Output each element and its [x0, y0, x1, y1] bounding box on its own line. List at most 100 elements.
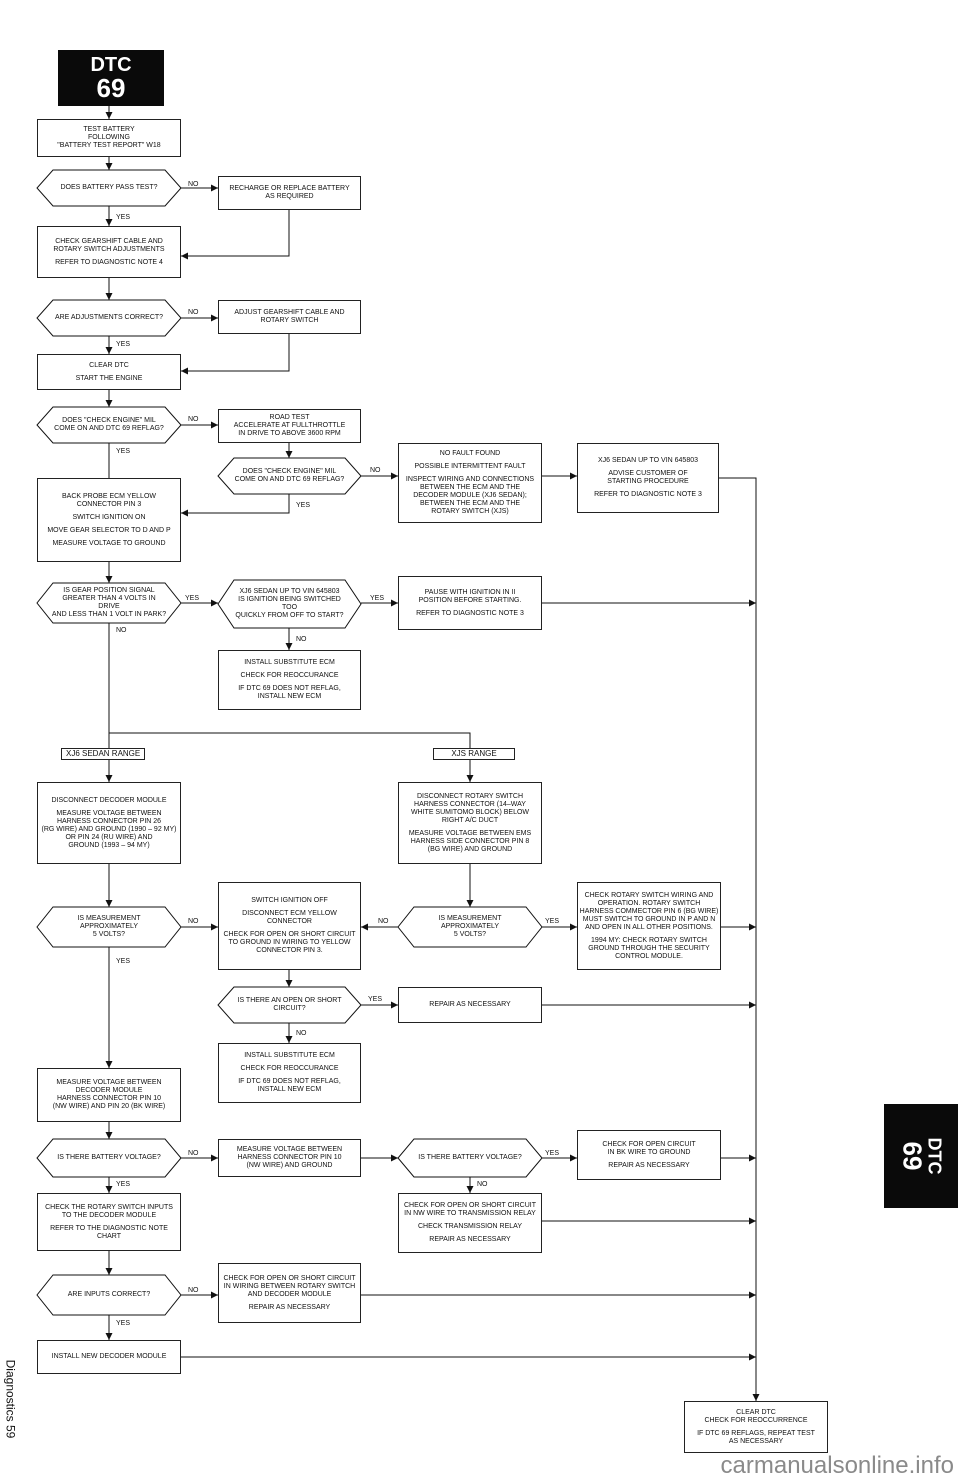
b-install-decoder: INSTALL NEW DECODER MODULE [37, 1340, 181, 1374]
step-text-line: ROAD TEST [269, 414, 310, 421]
branch-label-yes: YES [185, 595, 200, 602]
step-text-line: IS THERE BATTERY VOLTAGE? [418, 1154, 522, 1161]
d-batt-voltage2: IS THERE BATTERY VOLTAGE? [398, 1139, 542, 1177]
step-text-line: AND OPEN IN ALL OTHER POSITIONS. [585, 923, 713, 931]
step-text-line: INSTALL NEW ECM [257, 1086, 322, 1093]
step-text-line: ROTARY SWITCH ADJUSTMENTS [53, 245, 165, 253]
d-batt-voltage1: IS THERE BATTERY VOLTAGE? [37, 1139, 181, 1177]
step-text-line: CHECK FOR OPEN CIRCUIT [602, 1140, 696, 1148]
branch-label-yes: YES [116, 214, 131, 221]
step-text-line: AS REQUIRED [265, 193, 314, 200]
d_ignition_switched-decision-shape [217, 579, 362, 629]
step-text-line: CHART [97, 1232, 121, 1240]
step-text-line: PAUSE WITH IGNITION IN II [424, 588, 516, 596]
step-text-line: DECODER MODULE (XJ6 SEDAN); [413, 492, 527, 499]
step-text-line: SWITCH IGNITION ON [72, 513, 146, 521]
step-text-line: CLEAR DTC [736, 1408, 776, 1416]
step-text-line: POSSIBLE INTERMITTENT FAULT [414, 463, 526, 470]
step-text-line: MOVE GEAR SELECTOR TO D AND P [47, 526, 171, 534]
step-text-line: NO FAULT FOUND [439, 450, 501, 457]
step-text-line: CHECK ROTARY SWITCH WIRING AND [584, 891, 714, 899]
xjs-range-label: XJS RANGE [433, 748, 515, 760]
step-text-line: DISCONNECT ECM YELLOW [242, 910, 337, 917]
step-text-line: MEASURE VOLTAGE TO GROUND [52, 539, 166, 547]
step-text-line: 5 VOLTS? [453, 931, 487, 938]
step-text-line: INSTALL NEW ECM [257, 693, 322, 700]
step-text-line: TEST BATTERY [83, 126, 135, 133]
flow-connector [181, 494, 290, 517]
step-text-line: GROUND THROUGH THE SECURITY [588, 944, 710, 952]
branch-label-yes: YES [116, 1181, 131, 1188]
step-text-line: CHECK FOR REOCCURRENCE [704, 1416, 808, 1424]
step-text-line: IF DTC 69 REFLAGS, REPEAT TEST [697, 1429, 815, 1437]
step-text-line: (BG WIRE) AND GROUND [427, 845, 513, 853]
step-text-line: MEASURE VOLTAGE BETWEEN [56, 809, 162, 817]
branch-label-yes: YES [116, 1320, 131, 1327]
d_gear_signal-decision-shape [36, 582, 182, 624]
branch-label-yes: YES [296, 502, 311, 509]
step-text-line: IF DTC 69 DOES NOT REFLAG, [238, 1078, 341, 1085]
branch-label-no: NO [370, 467, 381, 474]
flow-connector [181, 210, 290, 260]
watermark: carmanualsonline.info [720, 1452, 954, 1479]
step-text-line: CHECK GEARSHIFT CABLE AND [55, 237, 163, 245]
step-text-line: OR PIN 24 (RU WIRE) AND [65, 833, 153, 841]
step-text-line: HARNESS CONNECTOR (14–WAY [414, 800, 526, 808]
step-text-line: CHECK FOR REOCCURANCE [240, 1065, 339, 1072]
step-text-line: (NW WIRE) AND GROUND [246, 1162, 333, 1169]
xj6-sedan-range-label: XJ6 SEDAN RANGE [61, 748, 146, 760]
step-text-line: CONNECTOR PIN 3. [256, 947, 323, 954]
step-text-line: DISCONNECT ROTARY SWITCH [416, 792, 524, 800]
step-text-line: CHECK FOR REOCCURANCE [240, 672, 339, 679]
dtc-tab-line2: 69 [897, 1141, 927, 1171]
step-text-line: IS IGNITION BEING SWITCHED TOO [238, 596, 341, 611]
d_mil_reflag2-decision-shape [217, 457, 362, 495]
step-text-line: COME ON AND DTC 69 REFLAG? [234, 476, 345, 483]
step-text-line: HARNESS CONNECTOR PIN 10 [237, 1154, 342, 1161]
step-text-line: ARE INPUTS CORRECT? [67, 1291, 151, 1298]
step-text-line: ROTARY SWITCH [260, 317, 319, 324]
dtc-header-line2: 69 [96, 73, 126, 103]
branch-label-no: NO [477, 1181, 488, 1188]
step-text-line: ADVISE CUSTOMER OF [608, 470, 688, 477]
step-text-line: IS MEASUREMENT APPROXIMATELY [77, 915, 141, 930]
step-text-line: IS THERE AN OPEN OR SHORT [237, 997, 342, 1004]
step-text-line: AND LESS THAN 1 VOLT IN PARK? [51, 611, 167, 618]
step-text-line: DOES "CHECK ENGINE" MIL [62, 417, 156, 424]
step-text-line: CIRCUIT? [273, 1005, 306, 1012]
step-text-line: ACCELERATE AT FULLTHROTTLE [233, 422, 346, 429]
step-text-line: DISCONNECT DECODER MODULE [51, 796, 167, 804]
step-text-line: "BATTERY TEST REPORT" W18 [57, 142, 161, 149]
step-text-line: REFER TO THE DIAGNOSTIC NOTE [50, 1224, 168, 1232]
b-no-fault: NO FAULT FOUND POSSIBLE INTERMITTENT FAUL… [398, 443, 542, 523]
step-text-line: REFER TO DIAGNOSTIC NOTE 3 [594, 491, 702, 498]
step-text-line: AND DECODER MODULE [247, 1290, 332, 1298]
step-text-line: REFER TO DIAGNOSTIC NOTE 3 [416, 609, 524, 617]
step-text-line: TO GROUND IN WIRING TO YELLOW [228, 939, 351, 946]
flow-connector [108, 623, 471, 748]
diagnostics-page-label: Diagnostics 59 [3, 1359, 17, 1439]
step-text-line: HARNESS CONNECTOR PIN 10 [56, 1095, 162, 1102]
step-text-line: HARNESS CONNECTOR PIN 26 [56, 817, 162, 825]
step-text-line: WHITE SUMITOMO BLOCK) BELOW [410, 808, 530, 816]
step-text-line: CONNECTOR PIN 3 [76, 500, 142, 508]
branch-label-no: NO [116, 627, 127, 634]
step-text-line: DECODER MODULE [75, 1087, 143, 1094]
step-text-line: COME ON AND DTC 69 REFLAG? [54, 425, 164, 432]
step-text-line: INSTALL NEW DECODER MODULE [51, 1353, 167, 1360]
step-text-line: MEASURE VOLTAGE BETWEEN EMS [408, 829, 532, 837]
step-text-line: IS THERE BATTERY VOLTAGE? [57, 1154, 161, 1161]
b-disconnect-decoder: DISCONNECT DECODER MODULE MEASURE VOLTAGE… [37, 782, 181, 864]
branch-label-yes: YES [116, 341, 131, 348]
